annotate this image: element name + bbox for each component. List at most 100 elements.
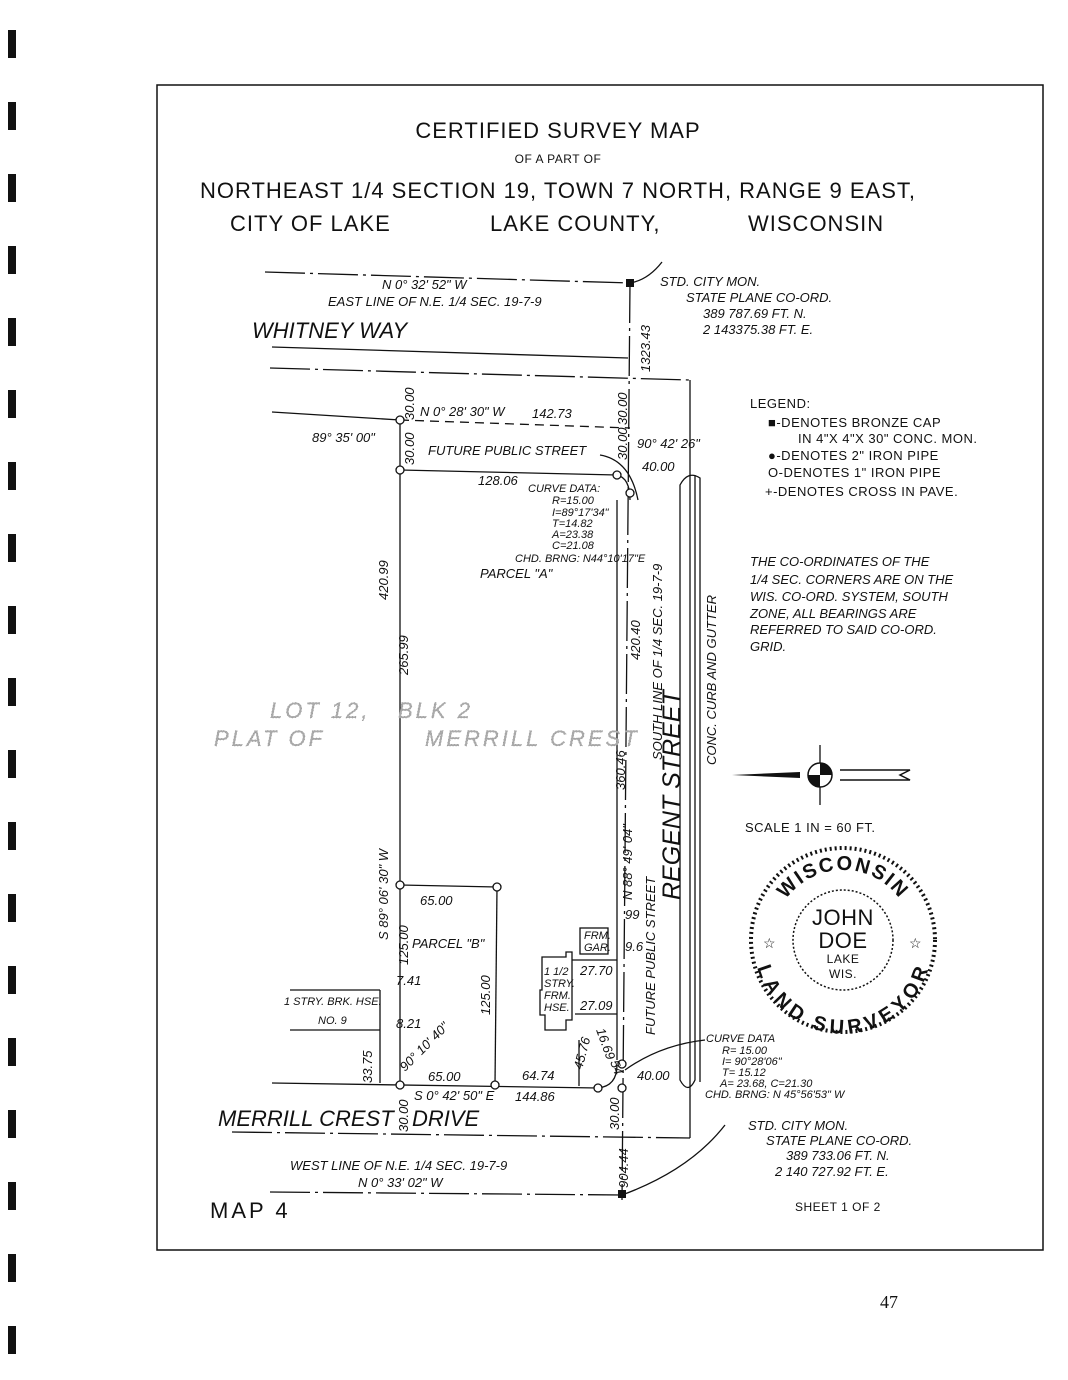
state-label: WISCONSIN — [748, 211, 884, 236]
west-line-bearing: N 0° 33' 02" W — [358, 1175, 444, 1190]
svg-text:T=14.82: T=14.82 — [552, 518, 593, 530]
monument-south-e: 2 140 727.92 FT. E. — [774, 1164, 889, 1179]
parcel-a-label: PARCEL "A" — [480, 566, 554, 581]
svg-text:WIS.: WIS. — [829, 967, 857, 981]
south-line-label: SOUTH LINE OF 1/4 SEC. 19-7-9 — [650, 564, 665, 760]
curve-data-b: CURVE DATA R= 15.00 I= 90°28'06" T= 15.1… — [705, 1033, 846, 1101]
regent-street-label: REGENT STREET — [658, 689, 686, 900]
svg-text:■-DENOTES BRONZE CAP: ■-DENOTES BRONZE CAP — [768, 415, 941, 430]
monument-south-n: 389 733.06 FT. N. — [786, 1148, 890, 1163]
svg-text:GRID.: GRID. — [750, 639, 786, 654]
county-label: LAKE COUNTY, — [490, 211, 661, 236]
house-label-2: STRY. — [544, 978, 575, 990]
svg-text:BLK 2: BLK 2 — [398, 698, 473, 723]
monument-north-n: 389 787.69 FT. N. — [703, 306, 807, 321]
dim-27-70: 27.70 — [579, 963, 613, 978]
future-street-east-label: FUTURE PUBLIC STREET — [643, 876, 658, 1035]
binding-holes — [8, 30, 16, 1354]
south-bearing: S 0° 42' 50" E — [414, 1088, 495, 1103]
dim-99: 99 — [625, 907, 639, 922]
parcel-b-label: PARCEL "B" — [412, 936, 486, 951]
svg-text:JOHN: JOHN — [812, 905, 874, 930]
dim-33-75: 33.75 — [360, 1050, 375, 1083]
svg-text:ZONE, ALL BEARINGS ARE: ZONE, ALL BEARINGS ARE — [749, 606, 917, 621]
map-number: MAP 4 — [210, 1198, 291, 1223]
location-line: NORTHEAST 1/4 SECTION 19, TOWN 7 NORTH, … — [200, 178, 916, 203]
dim-30-f: 30.00 — [607, 1097, 622, 1130]
dim-65-bottom: 65.00 — [428, 1069, 461, 1084]
svg-text:CURVE DATA:: CURVE DATA: — [528, 483, 600, 495]
page-number: 47 — [880, 1292, 898, 1312]
city-label: CITY OF LAKE — [230, 211, 391, 236]
svg-text:IN 4"X 4"X 30" CONC. MON.: IN 4"X 4"X 30" CONC. MON. — [798, 431, 978, 446]
dim-7-41: 7.41 — [396, 973, 421, 988]
dim-45-76: 45.76 — [570, 1035, 593, 1071]
dim-40-top: 40.00 — [642, 459, 675, 474]
svg-text:+-DENOTES CROSS IN PAVE.: +-DENOTES CROSS IN PAVE. — [765, 484, 958, 499]
dim-125-right: 125.00 — [478, 974, 493, 1015]
svg-text:☆: ☆ — [763, 935, 776, 951]
map-title: CERTIFIED SURVEY MAP — [415, 118, 700, 143]
svg-text:CHD. BRNG: N 45°56'53" W: CHD. BRNG: N 45°56'53" W — [705, 1089, 846, 1101]
svg-text:WIS. CO-ORD. SYSTEM, SOUTH: WIS. CO-ORD. SYSTEM, SOUTH — [750, 589, 949, 604]
svg-text:LAKE: LAKE — [827, 952, 860, 966]
svg-text:I=89°17'34": I=89°17'34" — [552, 507, 610, 519]
lot-watermark: LOT 12, BLK 2 PLAT OF MERRILL CREST — [214, 698, 640, 751]
svg-text:1/4 SEC. CORNERS ARE ON THE: 1/4 SEC. CORNERS ARE ON THE — [750, 572, 954, 587]
svg-text:C=21.08: C=21.08 — [552, 540, 595, 552]
svg-text:CURVE DATA: CURVE DATA — [706, 1033, 775, 1045]
svg-text:DOE: DOE — [818, 928, 867, 953]
dim-27-09: 27.09 — [579, 998, 613, 1013]
house-label-3: FRM. — [544, 990, 571, 1002]
brick-house-label: 1 STRY. BRK. HSE. — [284, 996, 382, 1008]
monument-north-e: 2 143375.38 FT. E. — [702, 322, 813, 337]
dim-420-99: 420.99 — [376, 560, 391, 600]
dim-125-left: 125.00 — [396, 924, 411, 965]
dim-904-44: 904.44 — [616, 1148, 631, 1188]
east-bearing: N 88° 49' 04" — [620, 823, 635, 900]
dim-30-b: 30.00 — [402, 432, 417, 465]
svg-text:I= 90°28'06": I= 90°28'06" — [722, 1056, 783, 1068]
dim-30-c: 30.00 — [615, 392, 630, 425]
north-arrow-icon — [732, 745, 911, 805]
whitney-way-label: WHITNEY WAY — [252, 318, 409, 343]
dim-16-69: 16.69 — [593, 1026, 618, 1062]
svg-text:LOT 12,: LOT 12, — [270, 698, 370, 723]
monument-north-sp: STATE PLANE CO-ORD. — [686, 290, 832, 305]
garage-label-1: FRM. — [584, 930, 611, 942]
merrill-crest-label: MERRILL CREST — [218, 1106, 395, 1131]
svg-text:R=15.00: R=15.00 — [552, 495, 595, 507]
dim-65-top: 65.00 — [420, 893, 453, 908]
dim-128: 128.06 — [478, 473, 519, 488]
west-line-label: WEST LINE OF N.E. 1/4 SEC. 19-7-9 — [290, 1158, 507, 1173]
north-line-bearing: N 0° 28' 30" W — [420, 404, 506, 419]
monument-south-sp: STATE PLANE CO-ORD. — [766, 1133, 912, 1148]
dim-30-e: 30.00 — [396, 1099, 411, 1132]
svg-text:REFERRED TO SAID CO-ORD.: REFERRED TO SAID CO-ORD. — [750, 622, 937, 637]
svg-text:THE CO-ORDINATES OF THE: THE CO-ORDINATES OF THE — [750, 554, 930, 569]
dim-54: 54 — [607, 1058, 626, 1077]
legend: LEGEND: ■-DENOTES BRONZE CAP IN 4"X 4"X … — [750, 396, 978, 499]
dim-8-21: 8.21 — [396, 1016, 421, 1031]
monument-north-label: STD. CITY MON. — [660, 274, 760, 289]
dim-265-99: 265.99 — [396, 635, 411, 676]
brick-house-number: NO. 9 — [318, 1015, 347, 1027]
dim-30-a: 30.00 — [402, 387, 417, 420]
drive-label: DRIVE — [412, 1106, 480, 1131]
svg-text:O-DENOTES 1" IRON PIPE: O-DENOTES 1" IRON PIPE — [768, 465, 941, 480]
svg-text:☆: ☆ — [909, 935, 922, 951]
dim-40-bottom: 40.00 — [637, 1068, 670, 1083]
svg-text:PLAT OF: PLAT OF — [214, 726, 325, 751]
east-line-bearing: N 0° 32' 52" W — [382, 277, 468, 292]
survey-linework — [231, 261, 726, 1201]
dim-9-6: 9.6 — [625, 939, 644, 954]
dim-30-d: 30.00 — [615, 427, 630, 460]
dim-1323: 1323.43 — [638, 324, 653, 372]
curb-label: CONC. CURB AND GUTTER — [704, 595, 719, 765]
house-label-1: 1 1/2 — [544, 966, 568, 978]
svg-text:MERRILL CREST: MERRILL CREST — [425, 726, 640, 751]
dim-360-46: 360.46 — [613, 749, 628, 790]
svg-text:A=23.38: A=23.38 — [551, 529, 594, 541]
east-line-label: EAST LINE OF N.E. 1/4 SEC. 19-7-9 — [328, 294, 542, 309]
